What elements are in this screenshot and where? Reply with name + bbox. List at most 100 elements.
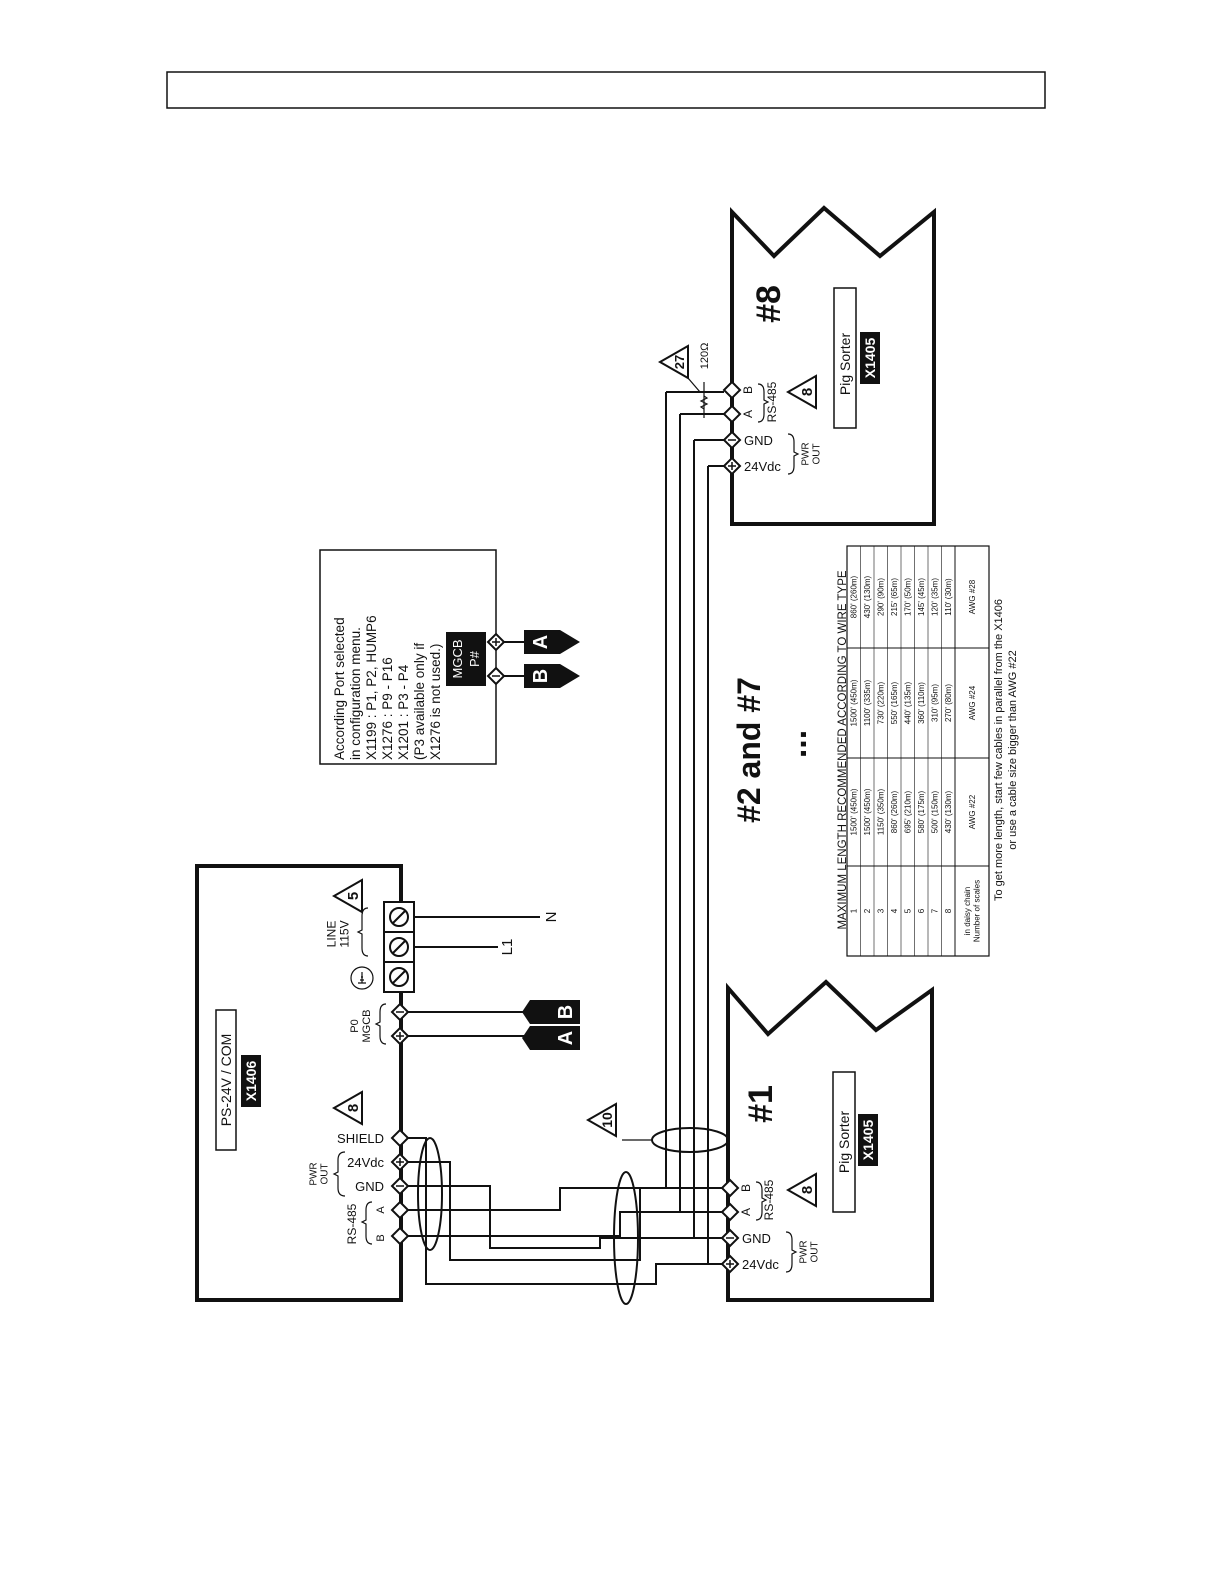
svg-text:A: A <box>530 635 552 649</box>
table-cell: 7 <box>931 908 940 913</box>
terminal-24vdc <box>390 1152 410 1172</box>
table-cell: 550' (165m) <box>890 681 899 724</box>
ps-terminals <box>390 1128 410 1246</box>
table-frame <box>846 545 990 957</box>
note-terminal-minus <box>486 666 506 686</box>
port-note-line: X1199 : P1, P2, HUMP6 <box>364 615 379 760</box>
scale-1-rs485-label: RS-485 <box>762 1179 776 1220</box>
mgcb-p-tag-text: P# <box>467 650 482 667</box>
ps-model-badge <box>241 1055 261 1107</box>
scale-8-warning-8-icon: 8 <box>785 374 817 410</box>
table-cell: 6 <box>917 908 926 913</box>
svg-text:27: 27 <box>672 355 687 369</box>
scale-1-number: #1 <box>742 1085 780 1123</box>
warning-5-icon: 5 <box>331 878 363 914</box>
ground-icon <box>350 966 374 990</box>
resistor-120-ohm <box>699 395 709 410</box>
scale-8-model: X1405 <box>862 338 878 379</box>
screw-terminal-l1 <box>389 937 409 957</box>
table-cell: 145' (45m) <box>917 578 926 616</box>
svg-text:B: B <box>555 1005 577 1019</box>
scale-1-gnd-label: GND <box>742 1231 771 1246</box>
scale-8-a-label: A <box>741 410 755 418</box>
ps-module-box <box>195 864 403 1302</box>
table-cell: 1500' (450m) <box>850 788 859 835</box>
table-cell: 430' (130m) <box>863 575 872 618</box>
port-note-line: X1276 is not used.) <box>428 644 443 760</box>
table-cell: 860' (260m) <box>890 790 899 833</box>
svg-text:8: 8 <box>345 1104 362 1112</box>
svg-text:10: 10 <box>599 1112 615 1128</box>
ps-title-frame <box>215 1009 237 1151</box>
table-cell: 1 <box>850 908 859 913</box>
scale-1-name: Pig Sorter <box>836 1111 852 1174</box>
table-cell: 120' (35m) <box>931 578 940 616</box>
scale-8-pwr-out-label: PWROUT <box>801 442 823 465</box>
daisy-chain-bundle <box>665 391 724 1265</box>
header-box <box>166 71 1046 109</box>
table-cell: 1500' (450m) <box>850 679 859 726</box>
scale-8-model-badge <box>860 332 880 384</box>
table-cell: 215' (65m) <box>890 578 899 616</box>
length-table-title: MAXIMUM LENGTH RECOMMENDED ACCORDING TO … <box>837 570 849 929</box>
label-line: OUT <box>812 443 823 464</box>
label-n: N <box>543 912 560 923</box>
scale-1-24vdc-label: 24Vdc <box>742 1257 779 1272</box>
table-cell: 730' (220m) <box>877 681 886 724</box>
scale-1-b-label: B <box>739 1184 753 1192</box>
scale-1-model: X1405 <box>860 1120 876 1161</box>
scale-1-pwr-out-label: PWROUT <box>799 1240 821 1263</box>
shield-cable-top <box>651 1127 729 1153</box>
table-cell: 360' (110m) <box>917 682 926 724</box>
table-cell: 695' (210m) <box>904 790 913 833</box>
scale-8-terminals <box>722 380 742 476</box>
ps-b-label: B <box>375 1234 387 1241</box>
mgcb-tag-text: MGCB <box>450 640 465 679</box>
table-cell: 4 <box>890 908 899 913</box>
ps-rs485-label: RS-485 <box>345 1203 359 1244</box>
port-note-box <box>319 549 497 765</box>
connector-b-top: B <box>524 664 580 688</box>
table-cell: 500' (150m) <box>931 790 940 833</box>
connector-b-bottom: B <box>522 1000 580 1024</box>
scale-1-model-badge <box>858 1114 878 1166</box>
line-115v-label: LINE115V <box>324 920 351 947</box>
ps-pwr-out-label: PWROUT <box>309 1162 331 1185</box>
svg-text:8: 8 <box>799 1186 816 1194</box>
scale-8-rs485-label: RS-485 <box>765 381 779 422</box>
scale-8-box <box>730 205 936 526</box>
port-note-line: According Port selected <box>332 617 347 760</box>
table-cell: 1100' (335m) <box>863 680 872 727</box>
table-header-cell: AWG #22 <box>968 794 977 829</box>
port-note-line: in configuration menu. <box>348 627 363 760</box>
warning-27-icon: 27 <box>657 344 689 380</box>
warning-8-icon: 8 <box>331 1090 363 1126</box>
table-cell: 2 <box>863 908 872 913</box>
ps-gnd-label: GND <box>355 1179 384 1194</box>
scale-8-name-frame <box>833 287 857 429</box>
shield-cable-mid <box>613 1171 639 1305</box>
middle-scales-label: #2 and #7 <box>731 677 767 823</box>
ps-mgcb-label: P0MGCB <box>349 1010 373 1043</box>
svg-text:5: 5 <box>345 892 362 900</box>
scale-1-name-frame <box>832 1071 856 1213</box>
scale-1-a-label: A <box>739 1208 753 1216</box>
scale-8-24vdc-label: 24Vdc <box>744 459 781 474</box>
scale-8-b-label: B <box>741 386 755 394</box>
label-line: MGCB <box>361 1010 373 1043</box>
table-header-cell: in daisy chain <box>963 887 972 935</box>
warning-10-icon: 10 <box>585 1102 617 1138</box>
table-cell: 310' (95m) <box>931 684 940 722</box>
length-table-footnote-1: To get more length, start few cables in … <box>993 599 1005 901</box>
table-header-cell: Number of scales <box>972 880 981 942</box>
label-line: 115V <box>338 920 352 947</box>
middle-ellipsis: ... <box>776 730 814 758</box>
terminal-shield <box>390 1128 410 1148</box>
svg-text:8: 8 <box>799 388 816 396</box>
length-table-footnote-2: or use a cable size bigger than AWG #22 <box>1007 650 1019 850</box>
table-cell: 1500' (450m) <box>863 788 872 835</box>
terminal-b <box>390 1226 410 1246</box>
